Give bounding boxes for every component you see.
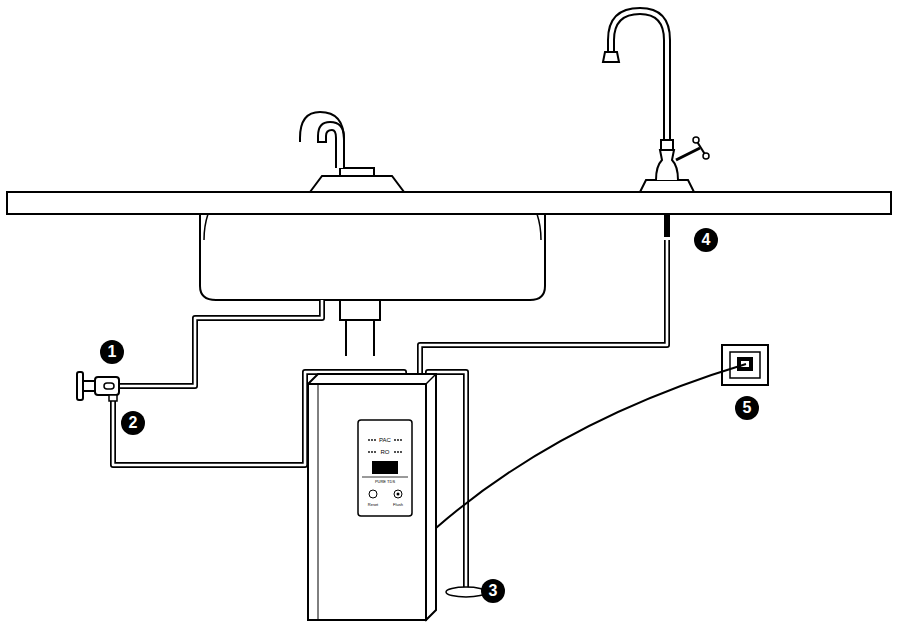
callout-number: 2 [129, 415, 138, 431]
callout-number: 5 [743, 400, 752, 416]
sink-bowl [200, 214, 545, 300]
panel-label: RO [381, 449, 390, 455]
button-label: Flush [393, 503, 403, 507]
tds-display [372, 461, 398, 474]
tube-fitting [664, 215, 670, 237]
ro-faucet [603, 8, 709, 237]
panel-label: PAC [379, 437, 391, 443]
callout-number: 3 [489, 583, 498, 599]
button-label: Reset [368, 503, 378, 507]
kitchen-faucet [300, 112, 404, 192]
callout-markers [100, 228, 759, 603]
power-cord [436, 364, 746, 528]
callout-number: 1 [108, 344, 117, 360]
countertop [7, 192, 891, 214]
control-panel [358, 420, 412, 516]
drain-pipe [340, 300, 380, 356]
supply-valve [77, 372, 119, 401]
drain-clamp [446, 587, 486, 597]
panel-label: PURE TDS [375, 480, 395, 484]
filter-unit [308, 374, 436, 620]
callout-number: 4 [702, 232, 711, 248]
